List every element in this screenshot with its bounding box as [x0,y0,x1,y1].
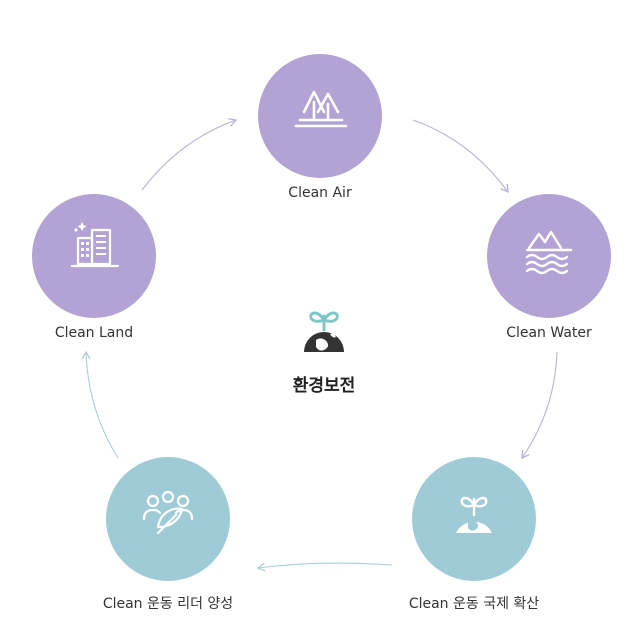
center-sprout-globe-icon [304,311,344,352]
node-label-leader-training: Clean 운동 리더 양성 [102,596,234,612]
trees-icon [258,54,382,178]
node-leader-training [106,457,230,581]
arrow-land-to-air [141,117,238,191]
arrow-intl-to-leader [256,562,393,572]
node-intl-spread [412,457,536,581]
node-clean-water [487,194,611,318]
node-clean-air [258,54,382,178]
sprout-globe-icon [412,457,536,581]
arrow-air-to-water [412,119,509,194]
arrow-water-to-intl [521,351,558,460]
buildings-icon [32,194,156,318]
center-title: 환경보전 [292,376,356,396]
people-leaf-icon [106,457,230,581]
water-waves-icon [487,194,611,318]
arrow-leader-to-land [81,350,119,459]
node-label-clean-water: Clean Water [506,325,592,341]
node-label-intl-spread: Clean 운동 국제 확산 [408,596,540,612]
node-clean-land [32,194,156,318]
node-label-clean-land: Clean Land [54,325,134,341]
node-label-clean-air: Clean Air [288,185,352,201]
